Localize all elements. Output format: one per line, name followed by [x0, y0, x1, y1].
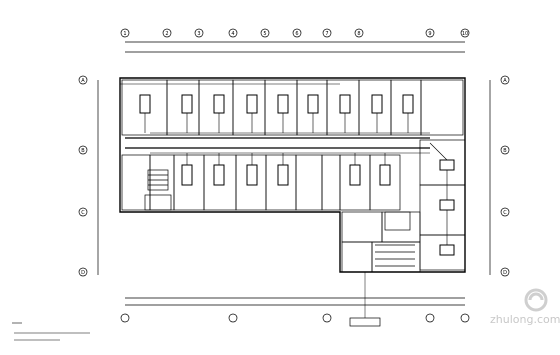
- stair-left: [144, 169, 172, 211]
- axis-label: D: [81, 270, 85, 276]
- axis-label: 9: [428, 31, 431, 37]
- north-rooms: [121, 79, 464, 136]
- building-outline: [119, 77, 466, 273]
- axis-label: 5: [263, 31, 266, 37]
- axis-label: 3: [197, 31, 200, 37]
- axis-label: 6: [295, 31, 298, 37]
- axis-label: B: [81, 148, 85, 154]
- axis-label: C: [503, 210, 507, 216]
- east-wing-rooms: [341, 139, 466, 273]
- axis-label: 10: [462, 31, 468, 37]
- axis-label: C: [81, 210, 85, 216]
- axis-label: 2: [165, 31, 168, 37]
- axis-label: A: [81, 78, 85, 84]
- right-axis-markers: A B C D: [500, 75, 510, 277]
- south-rooms: [121, 154, 401, 211]
- general-notes: [12, 322, 90, 341]
- axis-label: 7: [325, 31, 328, 37]
- watermark-logo: [524, 288, 548, 312]
- branch-ducts: [144, 113, 448, 245]
- watermark-text: zhulong.com: [490, 313, 560, 326]
- axis-label: 4: [231, 31, 234, 37]
- axis-label: A: [503, 78, 507, 84]
- top-axis-markers: 1 2 3 4 5 6 7 8 9 10: [120, 28, 470, 38]
- left-axis-markers: A B C D: [78, 75, 88, 277]
- axis-label: 1: [123, 31, 126, 37]
- axis-label: D: [503, 270, 507, 276]
- main-supply-duct: [125, 132, 430, 154]
- axis-label: 8: [357, 31, 360, 37]
- axis-label: B: [503, 148, 507, 154]
- bottom-axis-markers: [120, 313, 470, 323]
- entry-stub: [349, 317, 381, 327]
